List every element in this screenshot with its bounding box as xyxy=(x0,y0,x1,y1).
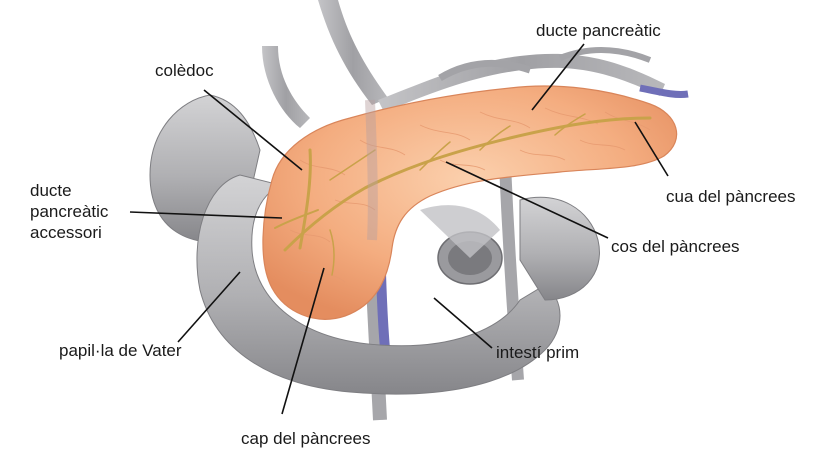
label-intesti-prim: intestí prim xyxy=(496,342,579,363)
label-cap-del-pancrees: cap del pàncrees xyxy=(241,428,370,449)
label-cos-del-pancrees: cos del pàncrees xyxy=(611,236,740,257)
label-ducte-pancreatic-accessori: ducte pancreàtic accessori xyxy=(30,180,108,243)
label-cua-del-pancrees: cua del pàncrees xyxy=(666,186,795,207)
label-ducte-accessori-line2: pancreàtic xyxy=(30,201,108,222)
label-papilla-de-vater: papil·la de Vater xyxy=(59,340,182,361)
label-coledoc: colèdoc xyxy=(155,60,214,81)
label-ducte-pancreatic: ducte pancreàtic xyxy=(536,20,661,41)
label-ducte-accessori-line1: ducte xyxy=(30,180,108,201)
label-ducte-accessori-line3: accessori xyxy=(30,222,108,243)
